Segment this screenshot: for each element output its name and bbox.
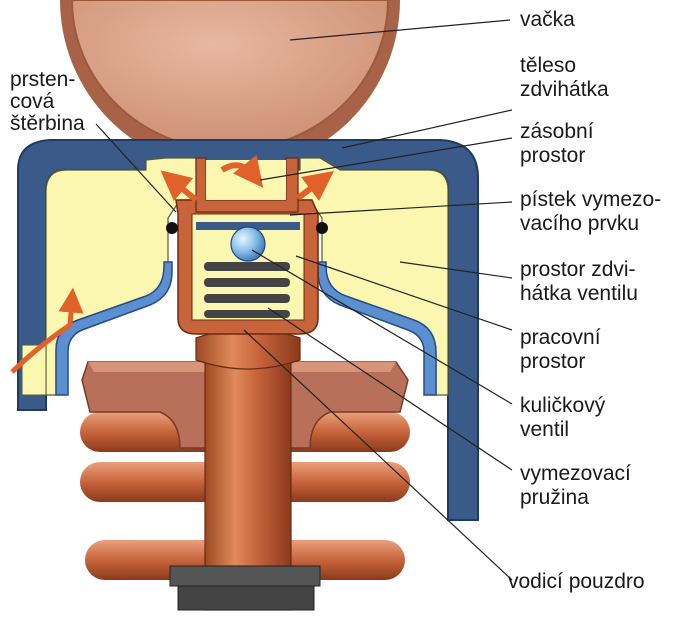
label-teleso-2: zdvihátka — [520, 78, 609, 101]
label-zasobni-1: zásobní — [520, 120, 594, 143]
label-prostor-2: hátka ventilu — [520, 282, 638, 305]
label-prostor-1: prostor zdvi- — [520, 258, 636, 281]
label-teleso-1: těleso — [520, 54, 576, 77]
label-pracovni-1: pracovní — [520, 326, 601, 349]
label-kulickovy-2: ventil — [520, 418, 569, 441]
label-vodici: vodicí pouzdro — [508, 570, 645, 593]
label-prsten-1: prsten- — [10, 68, 75, 91]
label-pracovni-2: prostor — [520, 350, 585, 373]
label-prsten-2: cová — [10, 90, 55, 113]
label-vymezovaci-2: pružina — [520, 486, 589, 509]
leader-lines — [95, 19, 513, 581]
plunger-assembly — [166, 157, 328, 335]
label-vacka: vačka — [520, 8, 575, 31]
label-zasobni-2: prostor — [520, 144, 585, 167]
label-prsten-3: štěrbina — [10, 112, 85, 135]
valve-stem — [169, 328, 321, 611]
labels: vačka těleso zdvihátka zásobní prostor p… — [10, 8, 661, 593]
label-vymezovaci-1: vymezovací — [520, 462, 631, 485]
label-pistek-2: vacího prvku — [520, 212, 639, 235]
adjuster-spring — [204, 262, 290, 318]
oil-flow-arrows — [10, 154, 334, 374]
cam — [60, 0, 400, 170]
label-kulickovy-1: kuličkový — [520, 394, 606, 417]
label-pistek-1: pístek vymezo- — [520, 188, 661, 211]
